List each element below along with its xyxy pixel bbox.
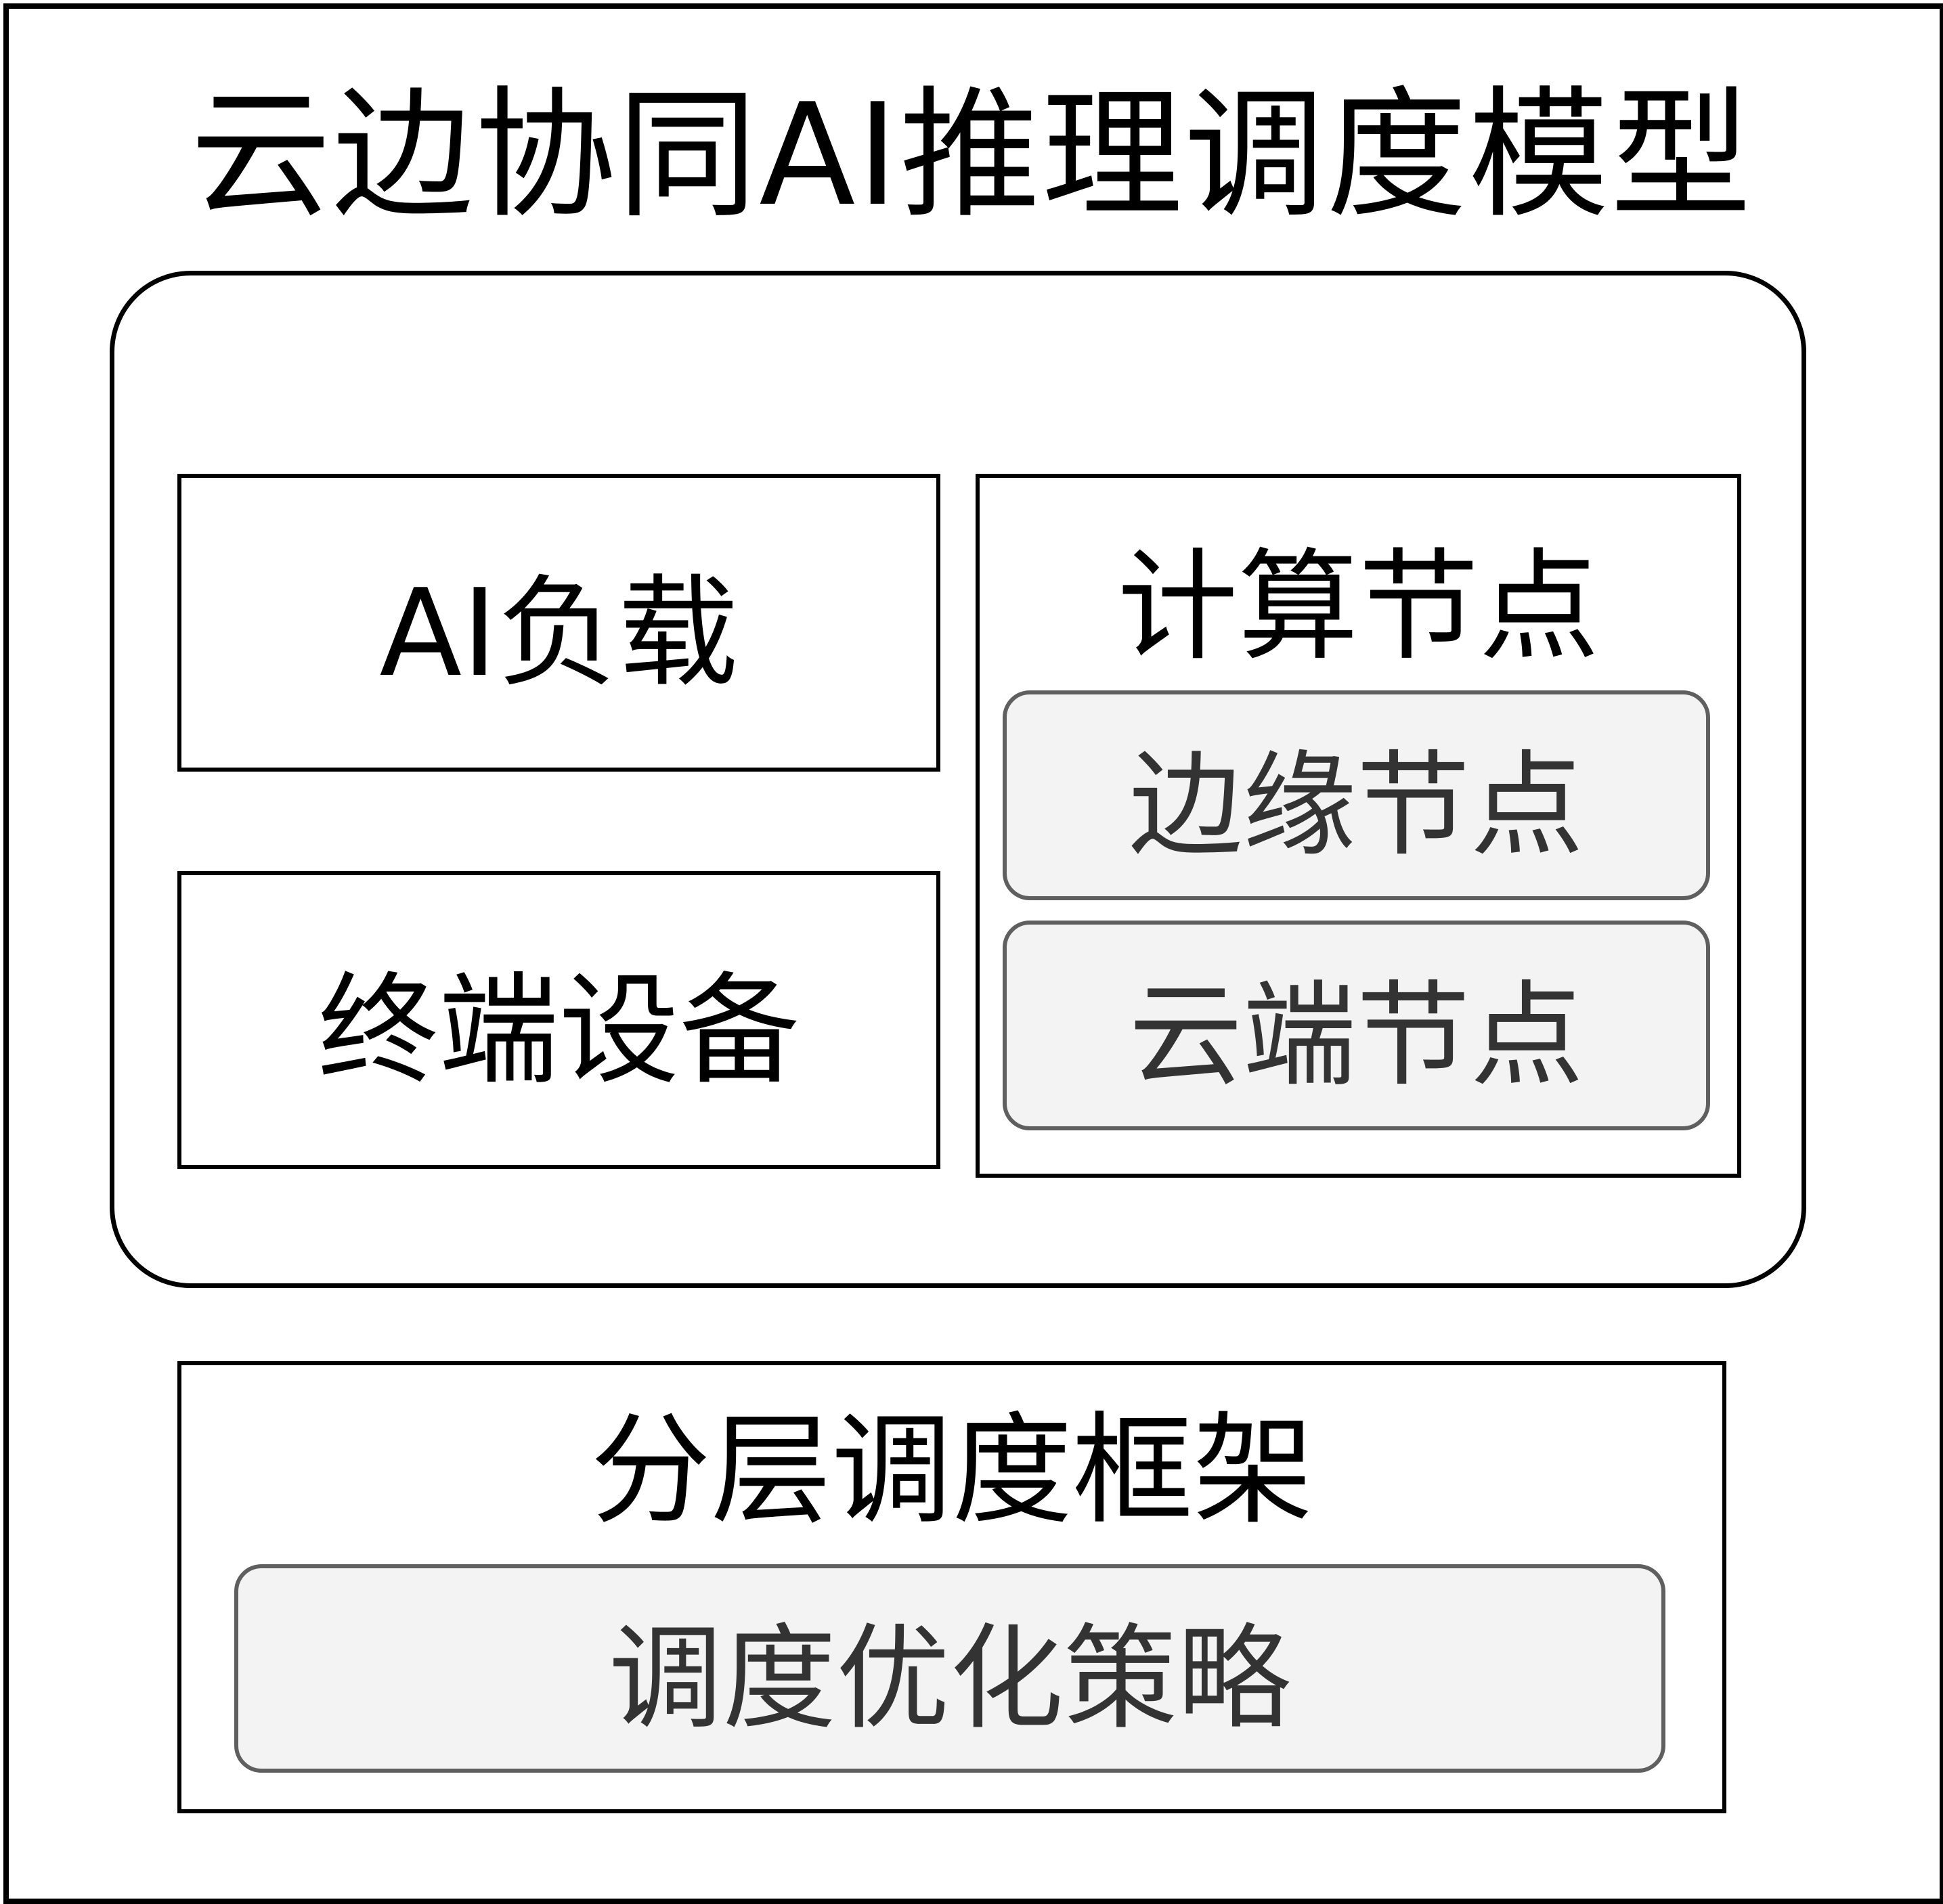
framework-label: 分层调度框架 (590, 1400, 1313, 1541)
strategy-label: 调度优化策略 (609, 1612, 1291, 1745)
cloud-node-label: 云端节点 (1129, 969, 1584, 1102)
edge-node-box: 边缘节点 (1003, 690, 1710, 900)
ai-workload-box: AI负载 (177, 474, 940, 772)
ai-workload-label: AI负载 (379, 562, 739, 703)
diagram-title: 云边协同AI推理调度模型 (190, 73, 1753, 238)
strategy-box: 调度优化策略 (234, 1564, 1665, 1773)
terminal-devices-label: 终端设备 (318, 960, 800, 1101)
compute-nodes-label: 计算节点 (1117, 536, 1600, 677)
cloud-node-box: 云端节点 (1003, 921, 1710, 1130)
edge-node-label: 边缘节点 (1129, 738, 1584, 872)
terminal-devices-box: 终端设备 (177, 871, 940, 1169)
